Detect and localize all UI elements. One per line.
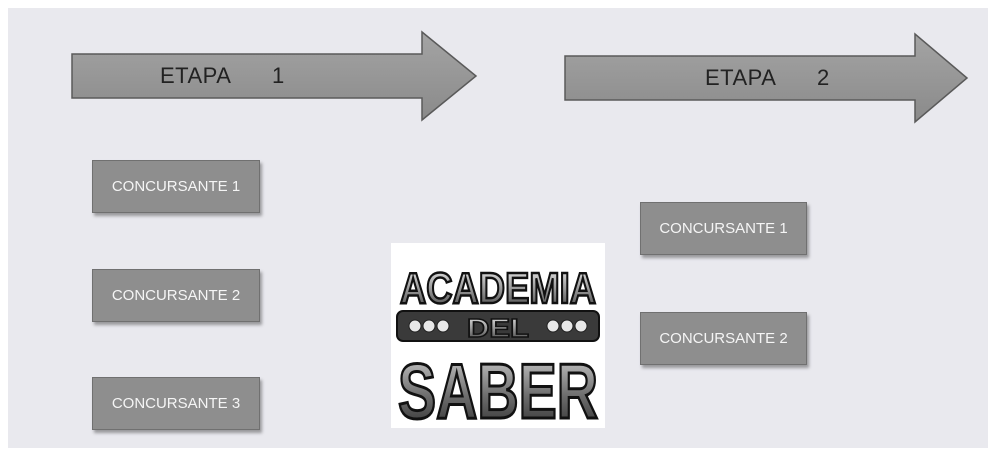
- stage-1-label: ETAPA: [160, 63, 232, 88]
- logo-line-3: SABER: [398, 347, 598, 428]
- stage-1-contestant-box: CONCURSANTE 2: [92, 269, 260, 322]
- stage-2-contestant-box: CONCURSANTE 1: [640, 202, 807, 255]
- academia-del-saber-logo: ACADEMIA DEL SABER: [391, 243, 605, 428]
- stage-1-arrow-shape: [71, 30, 478, 122]
- stage-2-arrow: ETAPA 2: [563, 32, 971, 124]
- stage-1-arrow: ETAPA 1: [70, 30, 480, 122]
- logo-graphic: ACADEMIA DEL SABER: [396, 263, 600, 428]
- stage-2-number: 2: [817, 65, 830, 90]
- stage-2-arrow-shape: [564, 32, 969, 124]
- logo-line-1: ACADEMIA: [400, 264, 596, 313]
- stage-1-contestant-box: CONCURSANTE 3: [92, 377, 260, 430]
- stage-1-contestant-box: CONCURSANTE 1: [92, 160, 260, 213]
- stage-2-label: ETAPA: [705, 65, 777, 90]
- stage-2-contestant-box: CONCURSANTE 2: [640, 312, 807, 365]
- logo-line-2: DEL: [467, 313, 529, 343]
- stage-1-number: 1: [272, 63, 285, 88]
